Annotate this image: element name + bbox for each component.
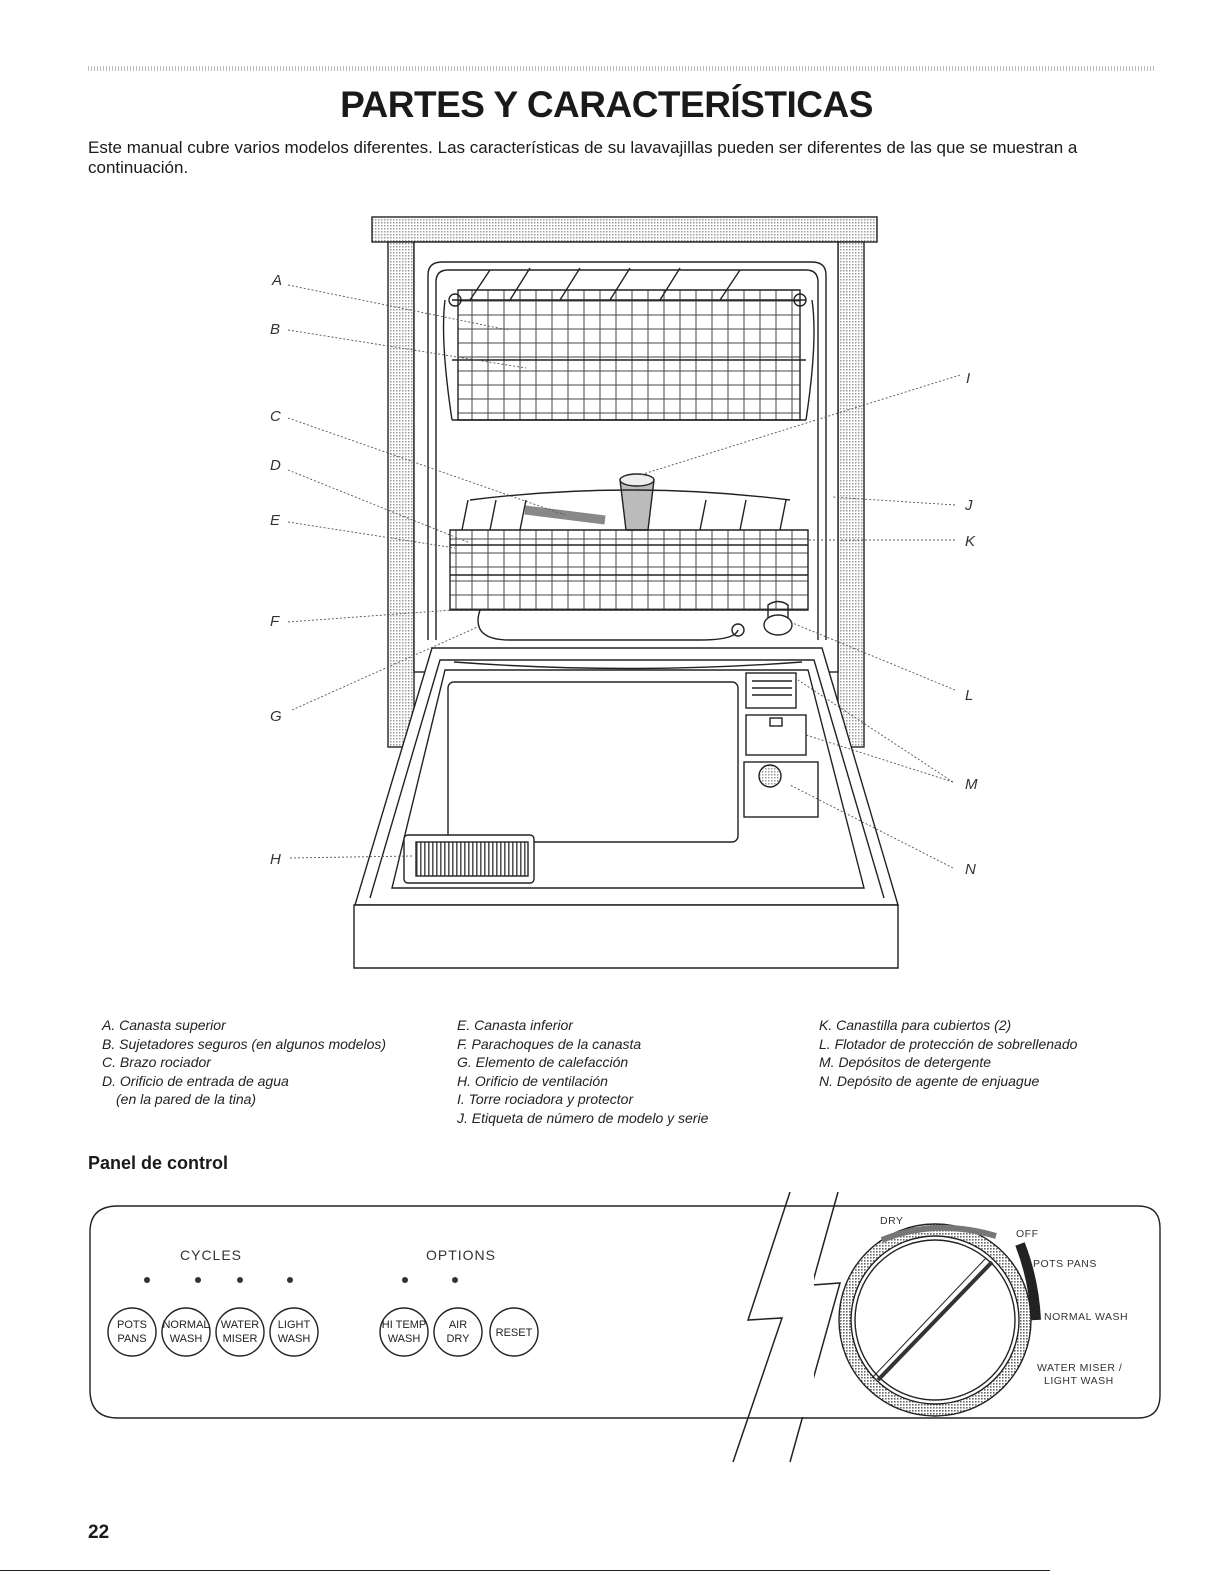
- pots-pans-button[interactable]: POTS PANS: [107, 1307, 157, 1357]
- callout-a: A: [271, 272, 282, 289]
- callout-labels: A B C D E F G H I J K L M N: [270, 272, 978, 878]
- detergent-dispenser: [745, 672, 807, 756]
- water-miser-label-2: MISER: [223, 1333, 258, 1345]
- page-title: PARTES Y CARACTERÍSTICAS: [340, 84, 873, 125]
- callout-n: N: [965, 861, 976, 878]
- countertop: [371, 216, 878, 243]
- legend-item: I. Torre rociadora y protector: [457, 1091, 634, 1107]
- indicator-lights: [144, 1277, 458, 1283]
- page-number: 22: [88, 1522, 110, 1543]
- dial-water-miser-label: WATER MISER /: [1037, 1362, 1122, 1374]
- legend-item: A. Canasta superior: [102, 1017, 226, 1033]
- legend-item: K. Canastilla para cubiertos (2): [819, 1017, 1012, 1033]
- option-buttons: HI TEMP WASH AIR DRY RESET: [379, 1307, 539, 1357]
- overfill-float: [763, 600, 793, 636]
- water-miser-button[interactable]: WATER MISER: [215, 1307, 265, 1357]
- callout-j: J: [964, 497, 973, 514]
- bottom-rule: [0, 1570, 1050, 1571]
- upper-rack: [442, 267, 815, 421]
- control-panel-heading: Panel de control: [88, 1153, 229, 1173]
- water-miser-label-1: WATER: [221, 1319, 260, 1331]
- callout-b: B: [270, 321, 280, 338]
- normal-wash-label-2: WASH: [170, 1333, 203, 1345]
- legend-item: D. Orificio de entrada de agua: [102, 1072, 289, 1089]
- spray-tower: [619, 473, 655, 531]
- callout-g: G: [270, 708, 282, 725]
- legend-item-continuation: (en la pared de la tina): [116, 1091, 257, 1107]
- panel-labels: CYCLES OPTIONS: [180, 1247, 496, 1263]
- callout-m: M: [965, 776, 978, 793]
- dial-normal-wash-label: NORMAL WASH: [1044, 1311, 1128, 1323]
- panel-outline: [89, 1205, 1161, 1419]
- cabinet-side-panels: [387, 241, 865, 748]
- light-wash-label-1: LIGHT: [278, 1319, 311, 1331]
- legend-column-3: K. Canastilla para cubiertos (2) L. Flot…: [819, 1016, 1077, 1090]
- top-rule: [88, 66, 1156, 71]
- callout-c: C: [270, 408, 281, 425]
- callout-h: H: [270, 851, 281, 868]
- hi-temp-wash-button[interactable]: HI TEMP WASH: [379, 1307, 429, 1357]
- break-lines: [732, 1191, 842, 1463]
- callout-f: F: [270, 613, 280, 630]
- dial-dry-label: DRY: [880, 1215, 903, 1227]
- legend-item: F. Parachoques de la canasta: [457, 1035, 642, 1052]
- lower-rack: [449, 489, 809, 611]
- cycle-dial[interactable]: [838, 1223, 1041, 1417]
- cycle-buttons: POTS PANS NORMAL WASH WATER MISER LIGHT …: [107, 1307, 319, 1357]
- legend-column-1: A. Canasta superior B. Sujetadores segur…: [102, 1016, 386, 1109]
- hi-temp-label-1: HI TEMP: [382, 1319, 426, 1331]
- air-dry-label-2: DRY: [446, 1333, 470, 1345]
- dial-pots-pans-label: POTS PANS: [1033, 1258, 1097, 1270]
- dial-labels: DRY OFF POTS PANS NORMAL WASH WATER MISE…: [880, 1215, 1128, 1387]
- legend-item: C. Brazo rociador: [102, 1054, 211, 1070]
- pots-pans-label-2: PANS: [117, 1333, 146, 1345]
- air-dry-label-1: AIR: [449, 1319, 467, 1331]
- reset-button[interactable]: RESET: [489, 1307, 539, 1357]
- callout-i: I: [966, 370, 970, 387]
- rinse-aid-dispenser: [743, 761, 819, 818]
- reset-label: RESET: [496, 1327, 533, 1339]
- vent: [403, 834, 535, 884]
- intro-text: Este manual cubre varios modelos diferen…: [88, 138, 1078, 177]
- normal-wash-label-1: NORMAL: [162, 1319, 209, 1331]
- callout-k: K: [965, 533, 976, 550]
- legend-item: E. Canasta inferior: [457, 1017, 573, 1033]
- dial-light-wash-label: LIGHT WASH: [1044, 1375, 1114, 1387]
- legend-item: B. Sujetadores seguros (en algunos model…: [102, 1035, 387, 1052]
- legend-item: N. Depósito de agente de enjuague: [819, 1072, 1040, 1089]
- light-wash-label-2: WASH: [278, 1333, 311, 1345]
- callout-e: E: [270, 512, 281, 529]
- control-panel-diagram: CYCLES OPTIONS POTS PANS NORMAL WASH WAT…: [89, 1191, 1161, 1463]
- legend-column-2: E. Canasta inferior F. Parachoques de la…: [457, 1016, 708, 1127]
- callout-d: D: [270, 457, 281, 474]
- leader-lines: [287, 284, 961, 869]
- light-wash-button[interactable]: LIGHT WASH: [269, 1307, 319, 1357]
- hi-temp-label-2: WASH: [388, 1333, 421, 1345]
- air-dry-button[interactable]: AIR DRY: [433, 1307, 483, 1357]
- legend-item: M. Depósitos de detergente: [819, 1054, 991, 1070]
- dial-off-label: OFF: [1016, 1228, 1039, 1240]
- normal-wash-button[interactable]: NORMAL WASH: [161, 1307, 211, 1357]
- legend-item: J. Etiqueta de número de modelo y serie: [457, 1109, 709, 1126]
- callout-l: L: [965, 687, 973, 704]
- legend-item: L. Flotador de protección de sobrellenad…: [819, 1035, 1078, 1052]
- legend-item: G. Elemento de calefacción: [457, 1054, 629, 1070]
- legend-item: H. Orificio de ventilación: [457, 1072, 608, 1089]
- options-label: OPTIONS: [426, 1247, 496, 1263]
- cycles-label: CYCLES: [180, 1247, 242, 1263]
- heating-element: [477, 609, 745, 641]
- pots-pans-label-1: POTS: [117, 1319, 147, 1331]
- dishwasher-diagram: A B C D E F G H I J K L M N: [270, 216, 978, 969]
